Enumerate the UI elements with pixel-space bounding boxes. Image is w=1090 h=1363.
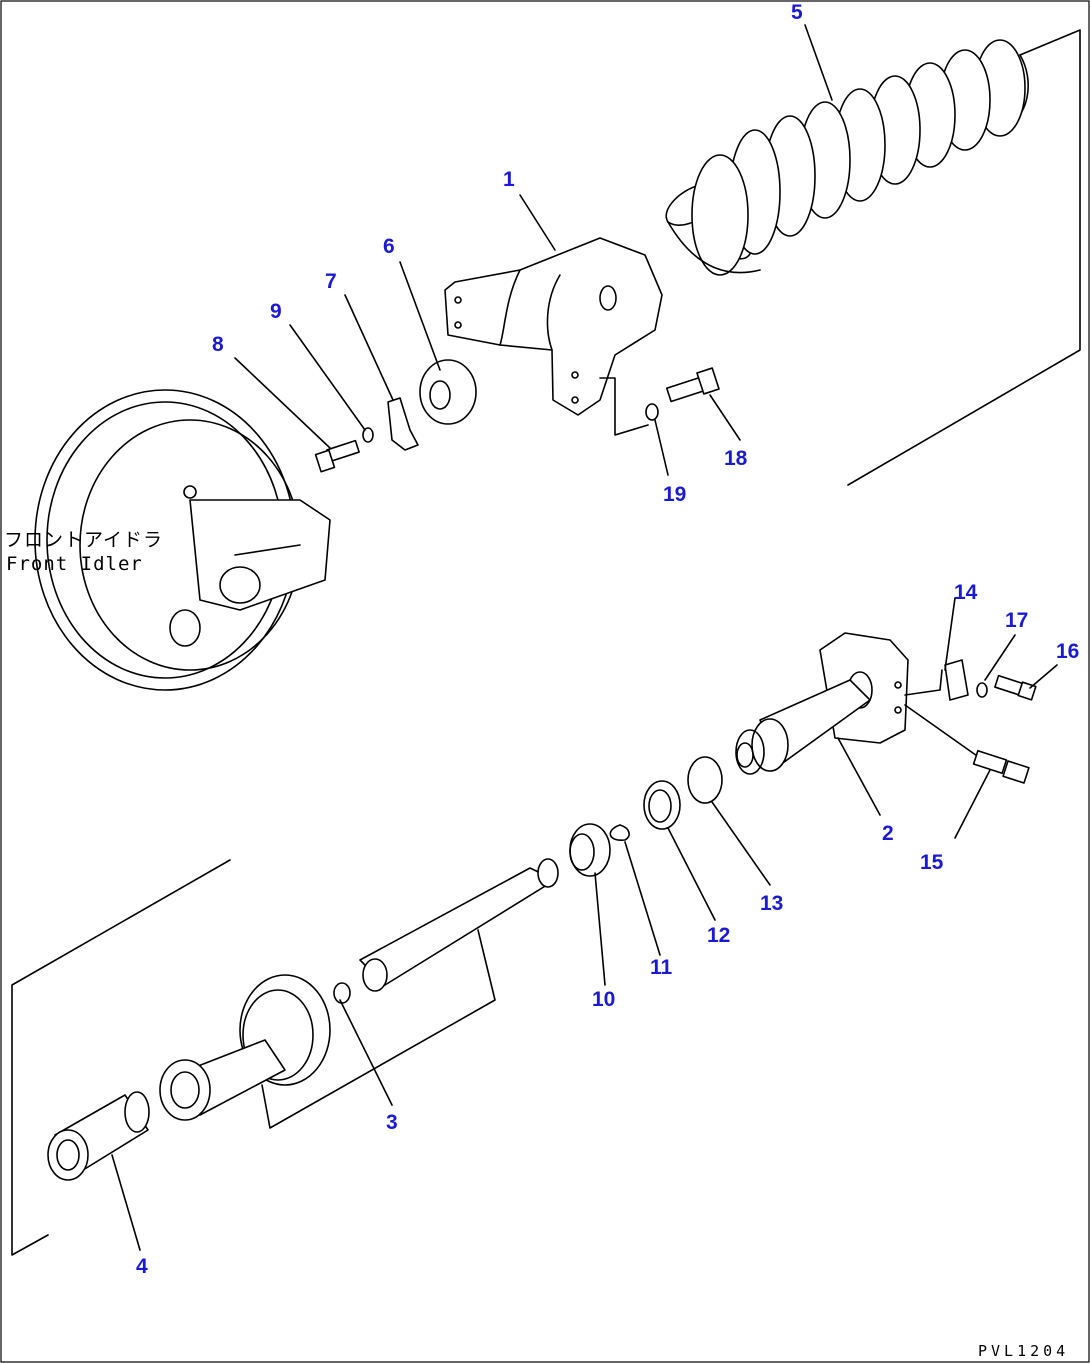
washer-19	[645, 403, 659, 421]
callout-1: 1	[503, 168, 515, 191]
part-label-japanese: フロントアイドラ	[4, 529, 164, 551]
plate-7	[387, 397, 419, 451]
callout-18: 18	[724, 447, 748, 470]
callout-9: 9	[270, 300, 282, 323]
callout-14: 14	[954, 581, 978, 604]
axle-bracket	[261, 929, 496, 1129]
washer-9	[362, 427, 374, 443]
assembly-bracket-lower	[11, 859, 231, 1256]
bushing-part-4	[47, 1091, 150, 1181]
front-idler-wheel	[34, 389, 331, 691]
callout-13: 13	[760, 892, 784, 915]
axle-part-3	[159, 858, 559, 1121]
yoke-part	[444, 237, 663, 416]
bolt-8	[314, 439, 360, 473]
ring-13	[687, 756, 723, 804]
callout-6: 6	[383, 235, 395, 258]
drawing-code: PVL1204	[978, 1342, 1070, 1360]
clip-14	[944, 659, 969, 701]
washer-17	[976, 682, 988, 698]
assembly-bracket-upper	[847, 29, 1081, 486]
callout-2: 2	[882, 822, 894, 845]
ring-11	[609, 824, 630, 841]
callout-12: 12	[707, 924, 731, 947]
callout-10: 10	[592, 988, 616, 1011]
callout-3: 3	[386, 1111, 398, 1134]
shaft-part-2	[735, 632, 909, 775]
bracket-14-line	[904, 669, 943, 696]
callout-8: 8	[212, 333, 224, 356]
callout-11: 11	[650, 956, 673, 979]
part-label-english: Front Idler	[6, 553, 143, 575]
callout-7: 7	[325, 270, 337, 293]
spring-part	[665, 39, 1029, 276]
callout-19: 19	[663, 483, 687, 506]
bracket-15-line	[904, 704, 981, 759]
callout-5: 5	[791, 1, 803, 24]
callout-4: 4	[136, 1255, 148, 1278]
callout-16: 16	[1056, 640, 1080, 663]
callout-15: 15	[920, 851, 944, 874]
bracket-19	[599, 377, 649, 436]
fitting-15	[972, 749, 1030, 784]
callout-17: 17	[1005, 609, 1029, 632]
nut-6	[419, 359, 477, 425]
bolt-18	[665, 367, 720, 403]
